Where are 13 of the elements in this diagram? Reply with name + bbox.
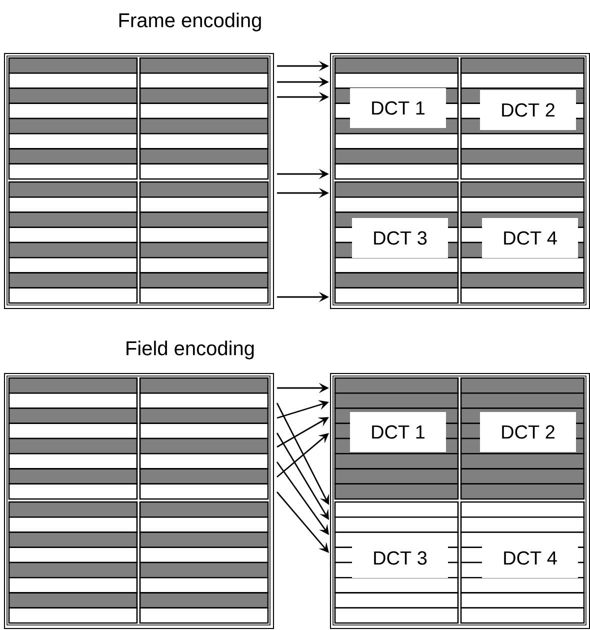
- macroblock-frame: [4, 53, 274, 309]
- dct-label: DCT 1: [350, 88, 446, 128]
- dct-label: DCT 1: [350, 412, 446, 452]
- heading: Field encoding: [126, 340, 254, 360]
- dct-label: DCT 2: [480, 412, 576, 452]
- macroblock-frame: [4, 373, 274, 629]
- arrow: [276, 492, 329, 553]
- dct-label: DCT 2: [480, 90, 576, 130]
- dct-label: DCT 3: [352, 538, 448, 578]
- dct-label: DCT 4: [482, 218, 578, 258]
- heading: Frame encoding: [119, 12, 261, 32]
- dct-label: DCT 4: [482, 538, 578, 578]
- dct-label: DCT 3: [352, 218, 448, 258]
